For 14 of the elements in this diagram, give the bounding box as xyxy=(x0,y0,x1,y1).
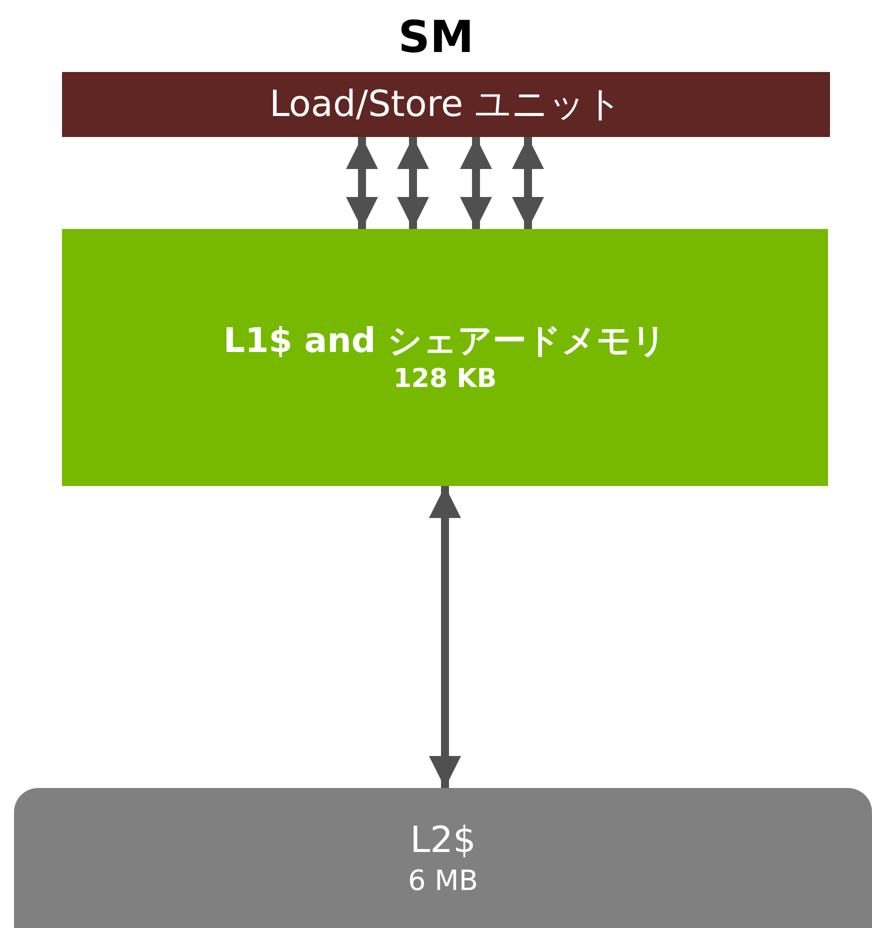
cache-label: L2$ xyxy=(410,819,476,863)
memory-block xyxy=(62,72,830,137)
memory-label: L1$ and シェアードメモリ xyxy=(223,320,667,362)
diagram-title: SM xyxy=(397,11,475,65)
double-arrow xyxy=(460,137,492,229)
unit-label: Load/Store ユニット xyxy=(269,83,623,127)
size-label: 128 KB xyxy=(393,362,497,395)
double-arrow xyxy=(397,137,429,229)
double-arrow xyxy=(346,137,378,229)
memory-block xyxy=(62,229,828,486)
size-label: 6 MB xyxy=(408,863,478,898)
double-arrow xyxy=(512,137,544,229)
double-arrow xyxy=(429,486,461,788)
memory-block xyxy=(14,788,872,928)
